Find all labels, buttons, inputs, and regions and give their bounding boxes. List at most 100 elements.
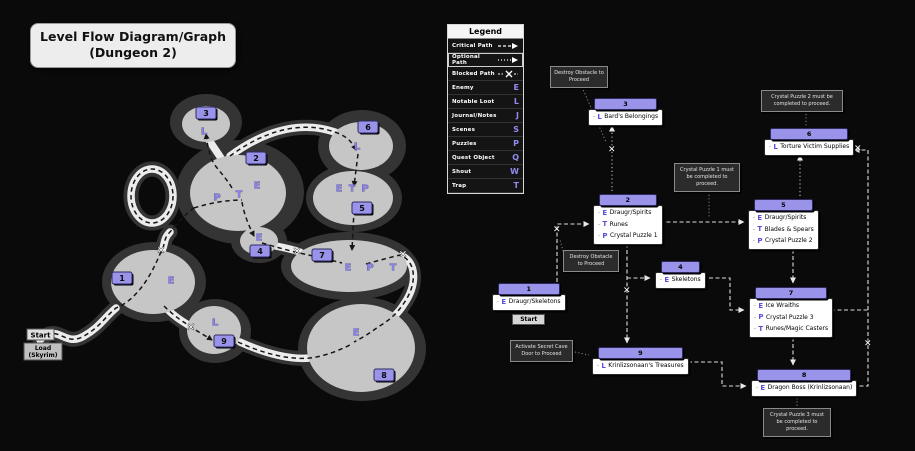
map-symbol-E: E	[353, 328, 360, 339]
map-symbol-E: E	[256, 233, 263, 244]
row-text: Skeletons	[671, 276, 701, 284]
blocked-path-x: ✕	[553, 225, 561, 235]
graph-node-number: 2	[599, 194, 657, 206]
note-annotation: Destroy Obstacle to Proceed	[563, 250, 619, 272]
row-text: Torture Victim Supplies	[780, 143, 850, 151]
dashed-arrow-icon	[498, 42, 518, 49]
map-symbol-P: P	[213, 193, 220, 204]
map-symbol-E: E	[254, 181, 261, 192]
legend-item-icon	[497, 56, 519, 64]
graph-node-number: 1	[498, 283, 560, 295]
map-room-number-5: 5	[351, 201, 374, 216]
row-symbol: E	[501, 297, 507, 306]
room-number-text: 6	[365, 123, 371, 132]
legend-title: Legend	[448, 25, 523, 39]
map-symbol-P: P	[361, 184, 368, 195]
legend-item-label: Journal/Notes	[452, 112, 497, 119]
graph-node-number: 7	[755, 287, 828, 299]
note-annotation: Destroy Obstacle to Proceed	[550, 66, 608, 88]
row-text: Draugr/Spirits	[609, 209, 652, 217]
row-symbol: L	[601, 361, 606, 370]
diagram-title-line1: Level Flow Diagram/Graph	[40, 29, 226, 44]
blocked-path-x: ✕	[623, 286, 631, 296]
legend-item-blocked-path: Blocked Path	[448, 67, 523, 81]
map-room-number-9: 9	[213, 334, 236, 349]
row-text: Ice Wraiths	[765, 302, 800, 310]
legend-item-shout: Shout W	[448, 165, 523, 179]
row-symbol: T	[757, 225, 763, 234]
map-symbol-L: L	[201, 127, 208, 138]
legend-symbol: L	[513, 97, 519, 106]
legend-symbol: P	[513, 139, 519, 148]
blocked-path-x: ✕	[399, 250, 407, 261]
room-number-text: 1	[119, 274, 125, 283]
legend-item-icon: Q	[512, 153, 519, 162]
map-load-line2: (Skyrim)	[29, 352, 58, 359]
legend-symbol: E	[513, 83, 519, 92]
map-symbol-E: E	[168, 276, 175, 287]
note-annotation: Crystal Puzzle 2 must be completed to pr…	[761, 90, 843, 112]
row-bullet: -	[497, 299, 499, 306]
map-load-line1: Load	[35, 345, 51, 352]
legend-item-label: Shout	[452, 168, 472, 175]
map-symbol-E: E	[345, 263, 352, 274]
blocked-path-x: ✕	[293, 247, 301, 258]
map-symbol-P: P	[366, 263, 373, 274]
row-symbol: P	[602, 231, 608, 240]
row-bullet: -	[598, 233, 600, 240]
note-annotation: Crystal Puzzle 1 must be completed to pr…	[674, 163, 740, 192]
map-symbol-L: L	[354, 142, 361, 153]
row-symbol: T	[602, 220, 608, 229]
graph-node-number: 9	[598, 347, 683, 359]
legend-item-icon: S	[513, 125, 519, 134]
map-room-number-4: 4	[249, 244, 272, 259]
dotted-arrow-icon	[498, 56, 518, 63]
row-bullet: -	[597, 363, 599, 370]
graph-node-number: 6	[770, 128, 849, 140]
legend-item-puzzles: Puzzles P	[448, 137, 523, 151]
legend-item-icon: W	[510, 167, 519, 176]
legend-item-label: Puzzles	[452, 140, 477, 147]
legend-item-icon: L	[514, 97, 519, 106]
row-symbol: P	[758, 313, 764, 322]
row-bullet: -	[754, 303, 756, 310]
legend-item-label: Blocked Path	[452, 70, 495, 77]
row-bullet: -	[753, 238, 755, 245]
room-number-text: 4	[257, 247, 263, 256]
map-symbol-T: T	[236, 190, 243, 201]
row-text: Runes	[609, 220, 628, 228]
legend-item-label: Trap	[452, 182, 467, 189]
room-number-text: 5	[359, 204, 365, 213]
blocked-path-x: ✕	[157, 246, 165, 257]
legend-item-icon: E	[514, 83, 519, 92]
legend-item-label: Critical Path	[452, 42, 493, 49]
map-start-text: Start	[31, 332, 52, 340]
